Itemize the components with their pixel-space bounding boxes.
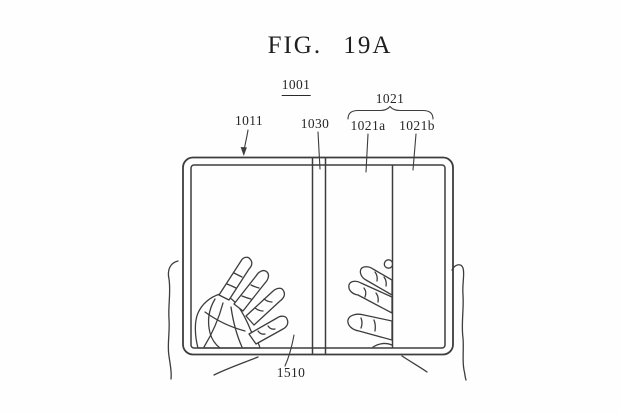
leader-1021b xyxy=(413,134,416,170)
ref-label-1021: 1021 xyxy=(375,91,405,106)
ref-label-1030: 1030 xyxy=(300,116,330,131)
leader-1030 xyxy=(318,132,320,169)
figure-title: FIG. 19A xyxy=(267,32,393,59)
brace-1021 xyxy=(348,107,433,120)
right-hand-fingertip xyxy=(384,260,392,268)
arrowhead-1011 xyxy=(240,147,247,156)
ref-label-1001: 1001 xyxy=(281,77,311,96)
right-wrist-line xyxy=(452,265,466,380)
ref-label-1510: 1510 xyxy=(276,365,306,380)
device-screen-bezel xyxy=(191,165,445,348)
left-wrist-line xyxy=(168,261,178,379)
ref-label-1021b: 1021b xyxy=(399,118,435,133)
ref-label-1021a: 1021a xyxy=(350,118,386,133)
leader-1021a xyxy=(366,134,368,172)
right-hand-drawing xyxy=(348,260,392,347)
left-hand-below-device-line xyxy=(214,357,258,375)
ref-label-1011: 1011 xyxy=(234,113,264,128)
leader-lines xyxy=(240,107,433,367)
left-hand-drawing xyxy=(195,257,287,348)
device-outer-frame xyxy=(183,158,453,355)
leader-1510 xyxy=(285,335,294,366)
right-hand-below-device-line xyxy=(402,356,427,372)
